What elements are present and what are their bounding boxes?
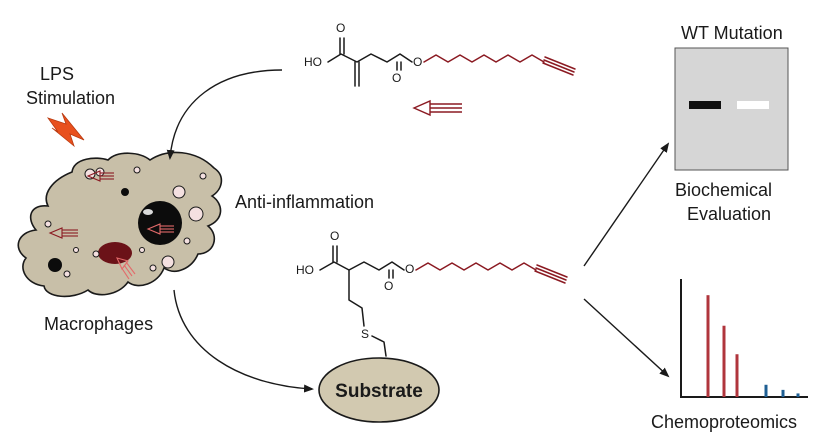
bar-1 — [706, 295, 710, 397]
biochemical-label: Biochemical — [675, 180, 772, 200]
chemoproteomics-chart — [680, 279, 808, 398]
probe-tag-4 — [116, 257, 136, 280]
gel-band-wt — [689, 101, 721, 109]
arrow-cell-to-substrate — [173, 289, 314, 393]
probe-molecule-bottom: HO O O O S — [296, 229, 568, 357]
atom-o-ester-top: O — [413, 55, 422, 69]
lps-label: LPS — [40, 64, 74, 84]
arrow-to-chemoproteomics — [583, 298, 670, 378]
atom-o-carbonyl-bottom: O — [384, 279, 393, 293]
anti-inflammation-label: Anti-inflammation — [235, 192, 374, 212]
substrate-ellipse — [318, 357, 440, 423]
organelle-red — [98, 242, 132, 264]
probe-tag-2 — [48, 227, 78, 239]
organelle-small-black-2 — [121, 188, 129, 196]
atom-ho-bottom: HO — [296, 263, 314, 277]
nucleus-highlight — [143, 209, 153, 215]
vesicles — [44, 166, 207, 278]
arrow-probe-to-cell — [166, 69, 283, 160]
organelle-small-black — [48, 258, 62, 272]
bar-6 — [796, 393, 800, 397]
bar-5 — [781, 389, 785, 397]
arrow-to-biochemical — [583, 142, 670, 267]
macrophage-cell — [17, 151, 223, 298]
probe-tag-1 — [86, 170, 114, 182]
atom-ho-top: HO — [304, 55, 322, 69]
atom-o-carbonyl-top: O — [392, 71, 401, 85]
nucleus-black — [138, 201, 182, 245]
atom-o-acid-bottom: O — [330, 229, 339, 243]
probe-tag-3 — [146, 223, 174, 235]
atom-s: S — [361, 327, 369, 341]
lightning-icon — [46, 112, 85, 148]
bar-2 — [722, 325, 726, 397]
atom-o-acid-top: O — [336, 21, 345, 35]
gel-header-label: WT Mutation — [681, 23, 783, 43]
bar-4 — [764, 384, 768, 397]
alkyne-tag-icon — [412, 99, 462, 117]
chemoproteomics-label: Chemoproteomics — [651, 412, 797, 432]
probe-molecule-top: HO O O O — [304, 21, 576, 87]
evaluation-label: Evaluation — [687, 204, 771, 224]
substrate-label: Substrate — [335, 381, 423, 402]
atom-o-ester-bottom: O — [405, 262, 414, 276]
bar-3 — [735, 354, 739, 397]
gel-band-mutation — [737, 101, 769, 109]
stimulation-label: Stimulation — [26, 88, 115, 108]
macrophages-label: Macrophages — [44, 314, 153, 334]
